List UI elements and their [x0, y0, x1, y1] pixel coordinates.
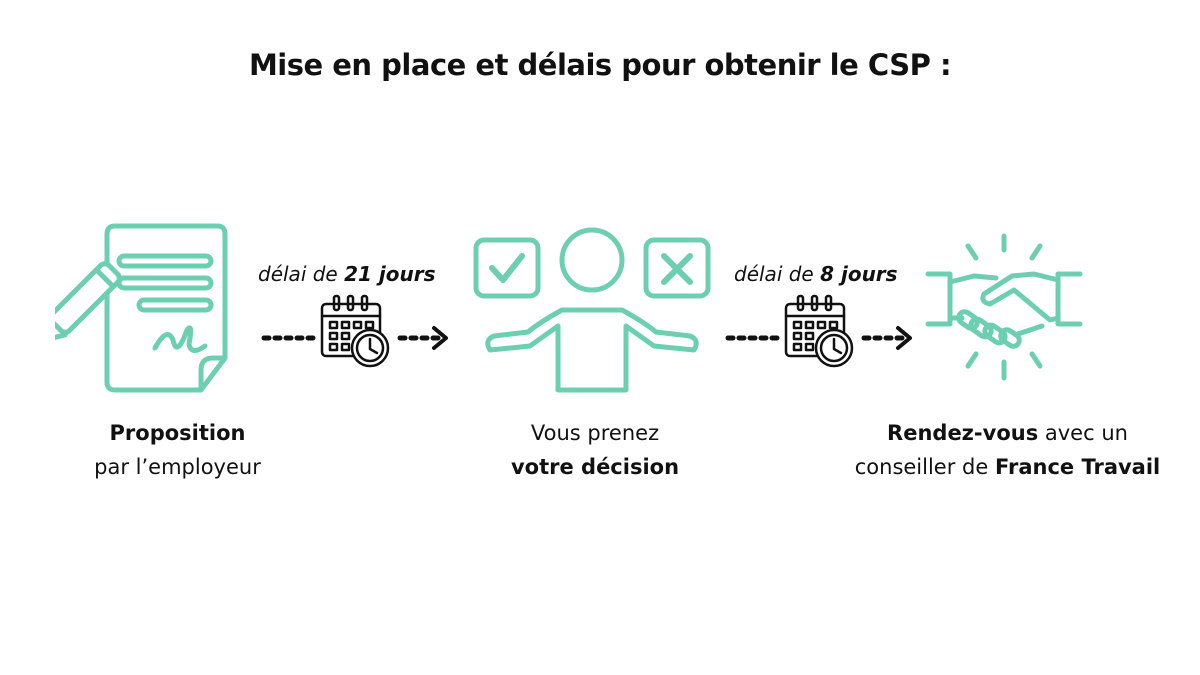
step-caption-rendezvous: Rendez-vous avec un conseiller de France…: [820, 416, 1195, 484]
check-icon: [489, 253, 525, 283]
delay-label-2: délai de 8 jours: [734, 262, 898, 286]
document-signature-icon: [55, 218, 245, 398]
cross-icon: [661, 253, 693, 285]
caption-bold: France Travail: [994, 455, 1161, 479]
delay-value: 8 jours: [820, 262, 898, 286]
delay-label-1: délai de 21 jours: [258, 262, 436, 286]
step-caption-proposition: Proposition par l’employeur: [40, 416, 315, 484]
calendar-clock-icon: [320, 294, 390, 368]
handshake-icon: [922, 228, 1086, 384]
caption-text: conseiller de: [854, 455, 995, 479]
person-decision-icon: [470, 222, 720, 397]
caption-text: Vous prenez: [530, 421, 660, 445]
delay-arrow-1: [258, 292, 453, 372]
caption-text: avec un: [1038, 421, 1128, 445]
delay-prefix: délai de: [258, 262, 345, 286]
step-caption-decision: Vous prenez votre décision: [460, 416, 730, 484]
diagram-title: Mise en place et délais pour obtenir le …: [248, 48, 952, 82]
delay-arrow-2: [722, 292, 917, 372]
delay-value: 21 jours: [344, 262, 436, 286]
caption-text: par l’employeur: [94, 455, 261, 479]
delay-prefix: délai de: [734, 262, 821, 286]
caption-bold: votre décision: [510, 455, 680, 479]
calendar-clock-icon: [784, 294, 854, 368]
caption-bold: Rendez-vous: [887, 421, 1039, 445]
caption-bold: Proposition: [109, 421, 246, 445]
